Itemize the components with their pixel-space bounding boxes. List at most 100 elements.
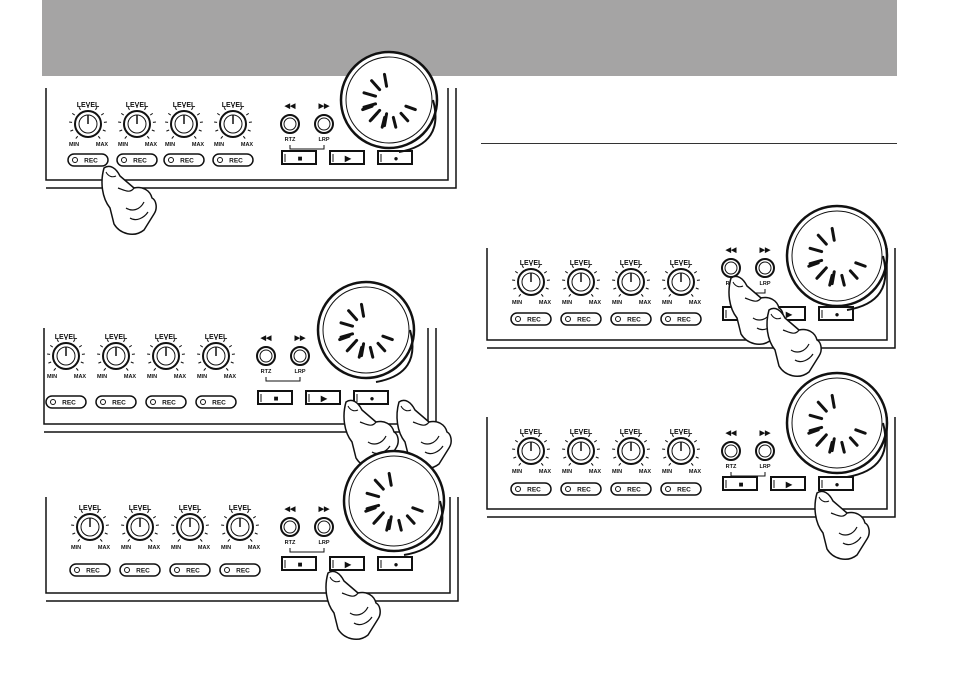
max-label: MAX <box>689 300 702 306</box>
panel-frame-outer <box>487 248 896 349</box>
rec-button-1: REC <box>45 395 87 409</box>
wheel-notch <box>345 341 356 353</box>
level-knob-2: LEVELMINMAX <box>97 334 136 380</box>
panel-frame <box>45 88 449 181</box>
rec-label: REC <box>112 400 126 407</box>
play-symbol: ▶ <box>785 310 793 319</box>
play-symbol: ▶ <box>785 480 793 489</box>
rec-button-4: REC <box>660 482 702 496</box>
record-symbol: ● <box>835 310 840 319</box>
jog-wheel <box>339 50 439 153</box>
level-knob-2: LEVELMINMAX <box>562 429 601 475</box>
wheel-notch <box>808 413 824 421</box>
min-label: MIN <box>612 469 622 475</box>
min-label: MIN <box>47 374 57 380</box>
wheel-notch <box>361 104 374 112</box>
wheel-notch <box>370 79 382 92</box>
stop-button-body <box>281 556 317 571</box>
jog-wheel <box>342 449 446 556</box>
rec-button-3: REC <box>145 395 187 409</box>
min-label: MIN <box>512 469 522 475</box>
wheel-notch <box>387 471 393 487</box>
wheel-notch <box>808 425 824 433</box>
rec-button-3: REC <box>610 312 652 326</box>
wheel-notch <box>365 491 381 499</box>
wheel-notch <box>391 115 398 129</box>
rec-button-4: REC <box>195 395 237 409</box>
wheel-edge <box>403 500 444 556</box>
rec-label: REC <box>180 158 194 165</box>
play-symbol: ▶ <box>344 560 352 569</box>
wheel-notch <box>854 428 867 435</box>
wheel-notch <box>404 104 417 112</box>
wheel-notch <box>373 478 385 491</box>
ffwd-symbol: ▶▶ <box>294 335 306 342</box>
wheel-notch <box>368 111 379 123</box>
wheel-notch <box>362 91 378 98</box>
wheel-notch <box>382 72 389 88</box>
min-label: MIN <box>118 142 128 148</box>
wheel-notch <box>840 440 846 454</box>
rec-button-body <box>610 482 652 496</box>
play-button: ▶ <box>329 556 365 571</box>
level-knob-3: LEVELMINMAX <box>612 260 651 306</box>
wheel-edge <box>846 255 887 311</box>
panel-frame-outer <box>46 497 459 602</box>
panel-frame <box>43 328 429 425</box>
wheel-notch <box>339 321 355 328</box>
level-knob-1: LEVELMINMAX <box>512 260 551 306</box>
panel-frame <box>45 497 451 594</box>
lrp-label: LRP <box>760 281 771 287</box>
min-label: MIN <box>512 300 522 306</box>
pressing-finger-1 <box>814 490 870 561</box>
level-knob-3: LEVELMINMAX <box>612 429 651 475</box>
rec-led <box>217 157 223 163</box>
pressing-finger-1 <box>101 165 157 236</box>
wheel-edge <box>846 422 887 478</box>
wheel-notch <box>807 428 820 435</box>
wheel-notch <box>405 514 416 525</box>
ffwd-symbol: ▶▶ <box>759 247 771 254</box>
section-divider <box>481 143 897 144</box>
stop-symbol: ■ <box>298 560 303 569</box>
rec-led <box>665 486 671 492</box>
stop-button-body <box>722 476 758 491</box>
wheel-notch <box>359 302 366 318</box>
level-knob-2: LEVELMINMAX <box>118 102 157 148</box>
bracket <box>289 145 325 150</box>
pressing-finger-2 <box>766 307 822 378</box>
rec-label: REC <box>677 487 691 494</box>
rec-label: REC <box>527 317 541 324</box>
rec-button-2: REC <box>560 482 602 496</box>
min-label: MIN <box>662 300 672 306</box>
ffwd-symbol: ▶▶ <box>318 103 330 110</box>
rec-button-body <box>560 482 602 496</box>
wheel-notch <box>368 345 375 359</box>
jog-wheel <box>785 371 889 478</box>
rec-label: REC <box>577 317 591 324</box>
max-label: MAX <box>589 469 602 475</box>
min-label: MIN <box>147 374 157 380</box>
wheel-notch <box>830 226 836 242</box>
rec-button-body <box>219 563 261 577</box>
wheel-notch <box>830 270 836 286</box>
max-label: MAX <box>224 374 237 380</box>
rec-led <box>121 157 127 163</box>
wheel-rim <box>785 204 889 308</box>
wheel-notch <box>816 400 828 413</box>
min-label: MIN <box>97 374 107 380</box>
panel-frame <box>486 417 888 510</box>
wheel-notch <box>357 345 364 359</box>
jog-wheel <box>785 204 889 311</box>
rec-led <box>565 316 571 322</box>
rtz-label: RTZ <box>261 369 272 375</box>
wheel-rim <box>785 371 889 475</box>
rec-label: REC <box>236 568 250 575</box>
record-button: ● <box>377 556 413 571</box>
max-label: MAX <box>96 142 109 148</box>
level-knob-4: LEVELMINMAX <box>662 429 701 475</box>
play-symbol: ▶ <box>344 154 352 163</box>
min-label: MIN <box>214 142 224 148</box>
